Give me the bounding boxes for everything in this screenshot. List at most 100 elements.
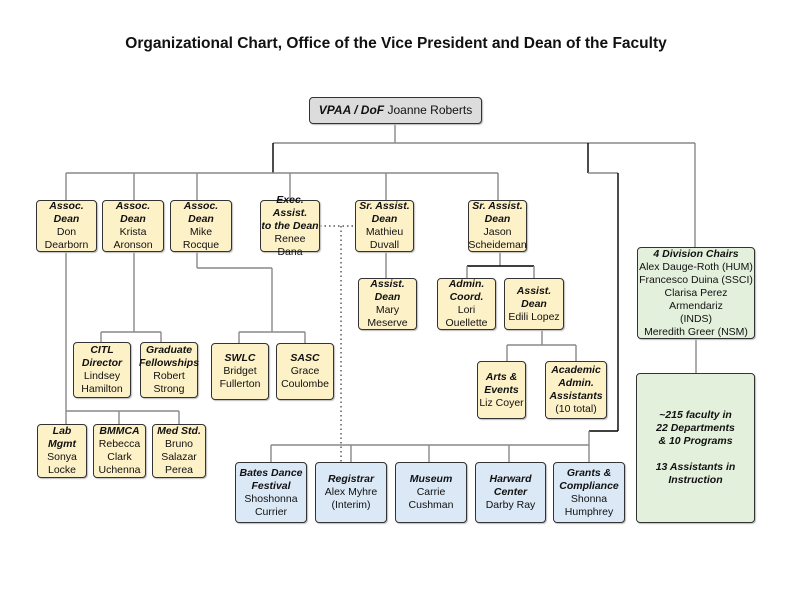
role-title: Assoc. Dean <box>183 200 219 225</box>
person-name: Alex Dauge-Roth (HUM) <box>639 260 753 273</box>
person-name: (10 total) <box>555 403 597 415</box>
role-title: Bates Dance <box>239 466 303 479</box>
person-name: Shoshonna <box>244 492 298 505</box>
role-title: Assoc. Dean <box>49 200 84 225</box>
person-name: Duvall <box>369 239 400 251</box>
role-title: Admin. <box>448 278 485 290</box>
person-name: (INDS) <box>679 312 713 325</box>
chart-title: Organizational Chart, Office of the Vice… <box>125 35 667 52</box>
role-title: Events <box>484 383 519 396</box>
role-title: Grants & <box>566 466 612 479</box>
person-name: Mathieu <box>365 226 404 238</box>
role-title: Dean <box>371 213 398 225</box>
person-name: Fullerton <box>219 378 261 390</box>
role-title: Assistants <box>549 390 603 402</box>
role-title: Academic <box>551 364 601 376</box>
person-name: Renee Dana <box>274 232 306 258</box>
person-name: Strong <box>153 383 185 395</box>
person-name: Sonya <box>47 451 77 463</box>
role-title: Admin. <box>558 377 594 389</box>
person-name: Darby Ray <box>485 499 536 511</box>
person-name: Krista <box>119 226 147 238</box>
person-name: Lori <box>457 304 476 316</box>
role-title: SASC <box>290 352 320 364</box>
role-title: ~215 faculty in <box>659 409 732 421</box>
role-title: CITL <box>90 344 114 356</box>
person-name: Carrie <box>416 486 446 498</box>
person-name: Meredith Greer (NSM) <box>644 325 748 338</box>
person-name: Don <box>56 226 77 238</box>
role-title: Exec. Assist. <box>272 193 308 219</box>
role-title: VPAA / DoF <box>318 103 385 117</box>
person-name: Joanne Roberts <box>387 103 473 117</box>
org-box-vpaa: VPAA / DoF Joanne Roberts <box>309 97 482 124</box>
role-title: to the Dean <box>261 219 319 232</box>
person-name: Salazar <box>161 451 197 463</box>
role-title: Assoc. Dean <box>115 200 151 225</box>
person-name: Francesco Duina (SSCI) <box>639 273 753 286</box>
role-title: & 10 Programs <box>658 435 733 447</box>
person-name: Rebecca <box>98 438 141 450</box>
role-title: Med Std. <box>157 425 201 437</box>
person-name: Humphrey <box>564 505 614 518</box>
person-name: Aronson <box>113 239 153 251</box>
person-name: Clarisa Perez Armendariz <box>664 286 728 312</box>
role-title: SWLC <box>224 352 256 364</box>
person-name: Robert <box>153 370 185 382</box>
role-title: BMMCA <box>99 425 140 437</box>
role-title: Assist. <box>370 278 405 290</box>
role-title: Director <box>81 357 123 369</box>
person-name: Mike Rocque <box>182 226 220 251</box>
role-title: Instruction <box>668 474 723 486</box>
person-name: Uchenna <box>98 464 141 476</box>
person-name: Locke <box>47 464 77 476</box>
person-name: Clark <box>107 451 132 463</box>
role-title: Lab Mgmt <box>48 425 76 450</box>
person-name: Mary <box>375 304 400 316</box>
role-title: 4 Division Chairs <box>653 247 739 260</box>
person-name: Cushman <box>408 499 454 511</box>
role-title: Sr. Assist. <box>472 200 523 212</box>
role-title: Festival <box>251 479 291 492</box>
person-name: Coulombe <box>281 378 329 390</box>
person-name: Grace <box>290 365 320 377</box>
role-title: 13 Assistants in <box>655 461 736 473</box>
role-title: 22 Departments <box>656 422 735 434</box>
person-name: Liz Coyer <box>479 396 524 409</box>
role-title: Museum <box>409 473 453 485</box>
role-title: Assist. <box>516 284 552 297</box>
person-name: Perea <box>164 464 194 476</box>
role-title: Dean <box>484 213 511 225</box>
person-name: Scheideman <box>468 239 527 251</box>
role-title: Dean <box>521 297 547 310</box>
role-title: Coord. <box>449 291 484 303</box>
role-title: Compliance <box>559 479 619 492</box>
role-title: Registrar <box>327 473 375 485</box>
